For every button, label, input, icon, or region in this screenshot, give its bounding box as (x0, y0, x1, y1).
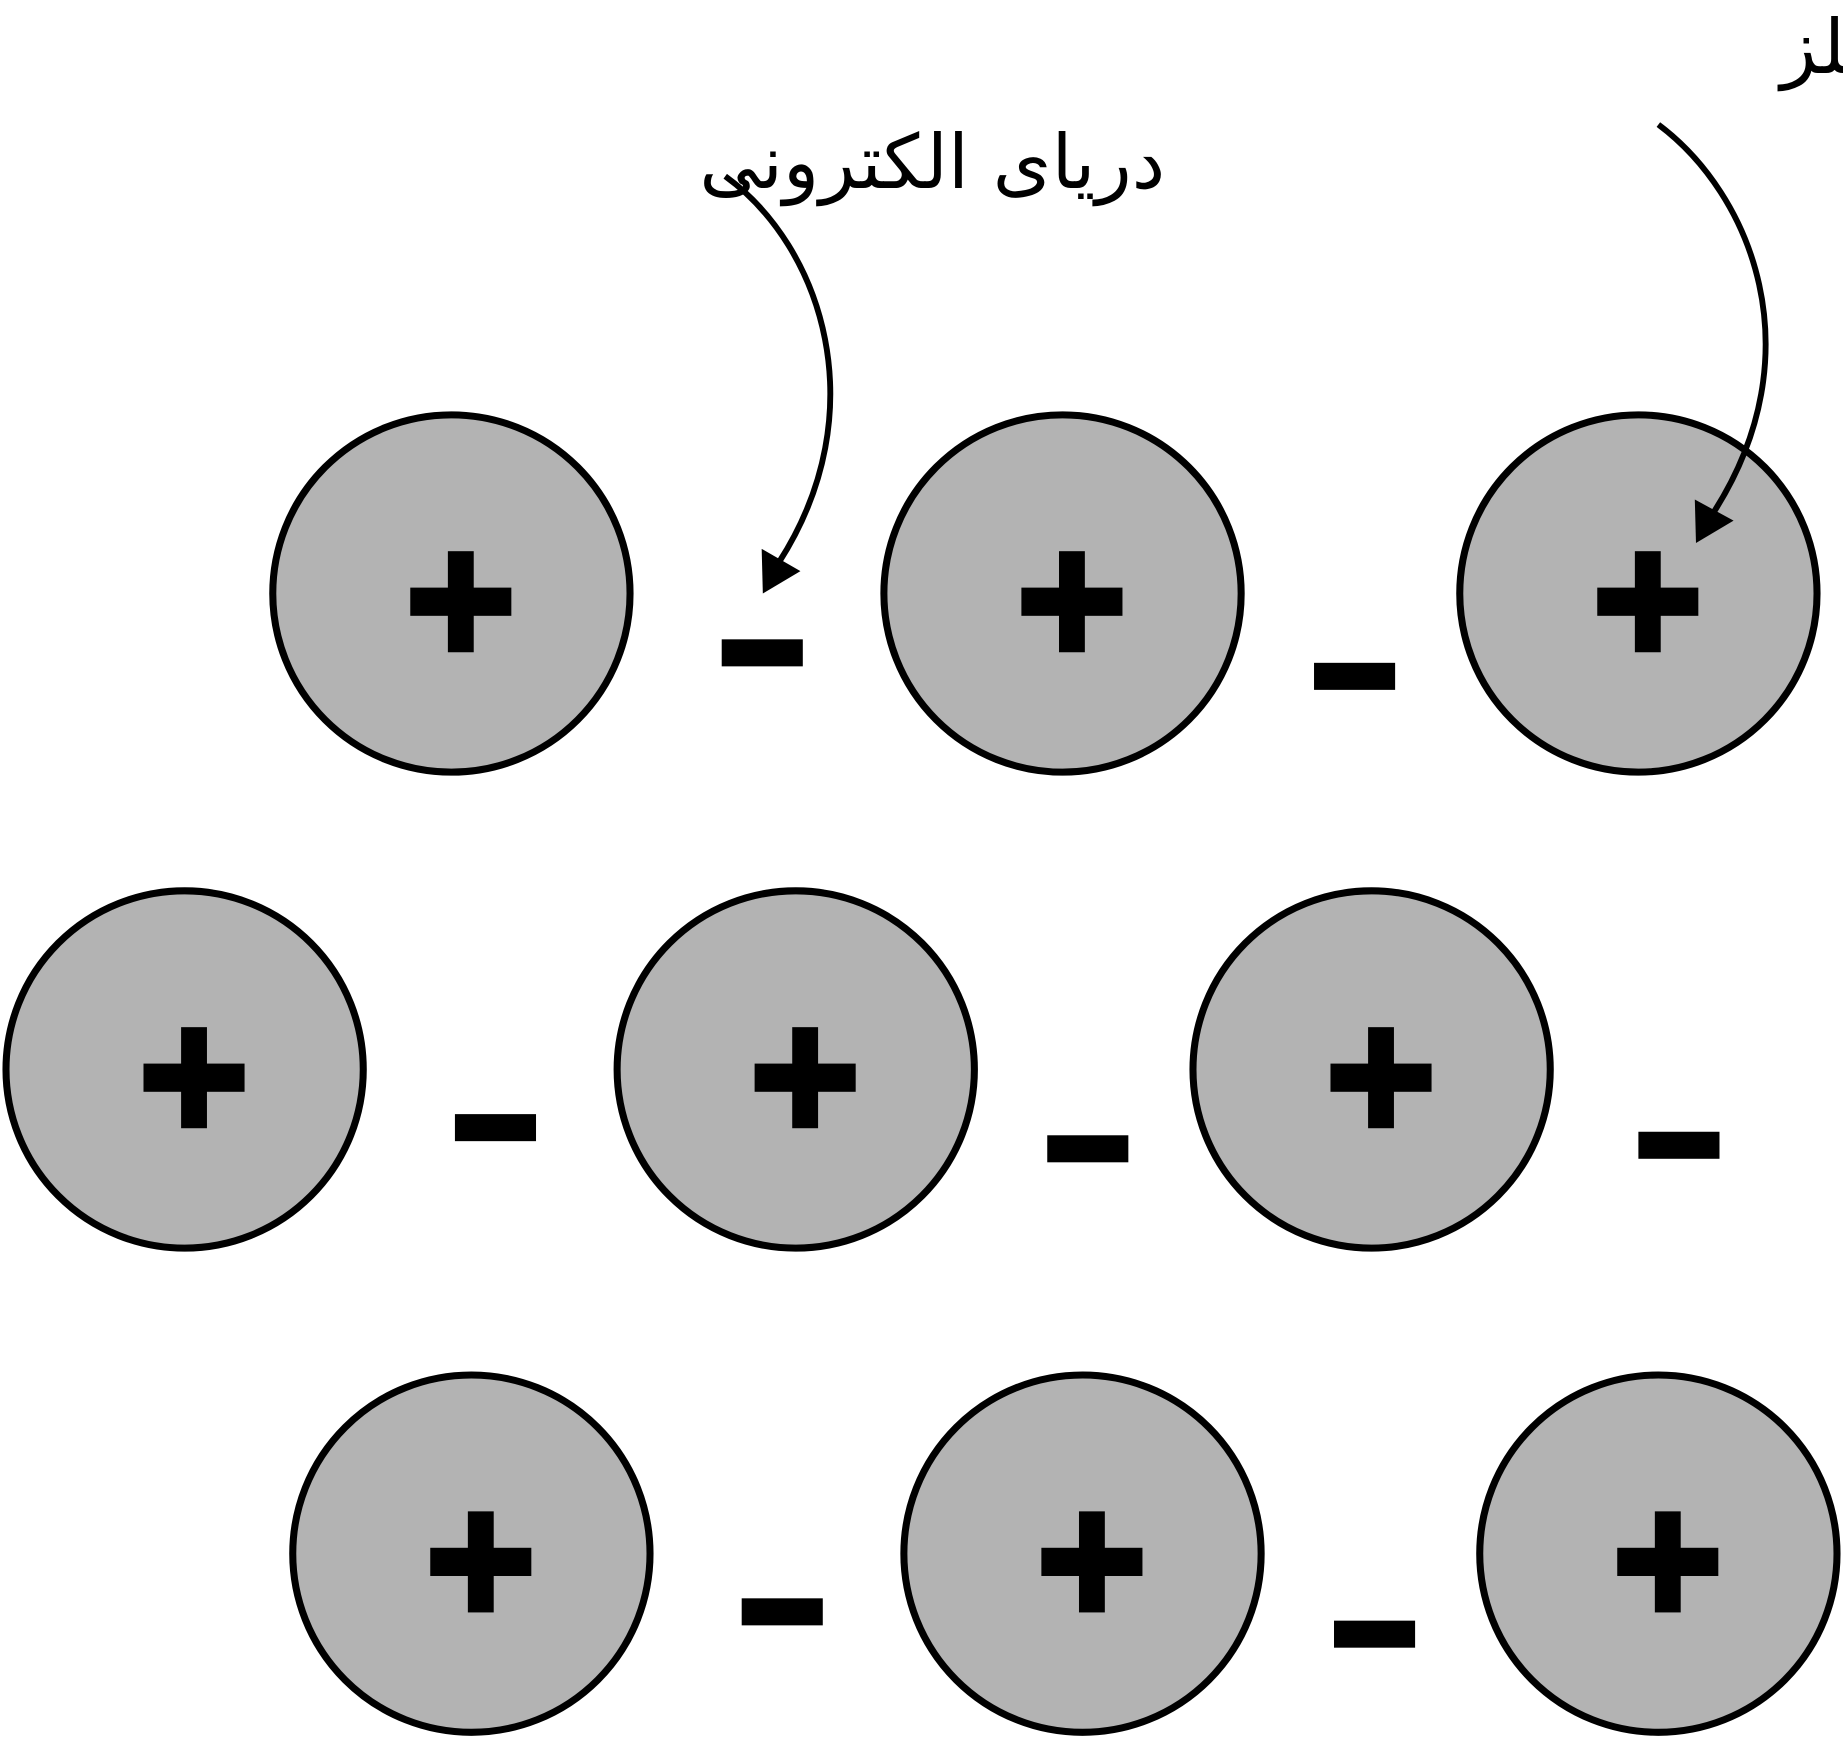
electron-minus-icon (721, 639, 803, 667)
cations-group (2, 411, 1841, 1736)
plus-icon (143, 1027, 245, 1129)
metal-cation (269, 411, 634, 776)
electron-minus-icon (1638, 1131, 1720, 1159)
metal-cation (1456, 411, 1821, 776)
metal-cation (289, 1371, 654, 1736)
plus-icon (1330, 1027, 1432, 1129)
electron-minus-icon (741, 1598, 823, 1626)
plus-icon (754, 1027, 856, 1129)
electron-minus-icon (1334, 1620, 1416, 1648)
metal-cation (1189, 887, 1554, 1252)
metal-cation (1476, 1371, 1841, 1736)
electron-sea-arrow (723, 173, 834, 594)
electron-sea-label: دریای الکترونی (699, 118, 1165, 207)
plus-icon (1617, 1511, 1719, 1613)
metal-cation (900, 1371, 1265, 1736)
plus-icon (1041, 1511, 1143, 1613)
plus-icon (430, 1511, 532, 1613)
plus-icon (410, 551, 512, 653)
metal-cation (880, 411, 1245, 776)
metal-cation-arrow (1656, 122, 1769, 543)
plus-icon (1597, 551, 1699, 653)
electrons-group (454, 639, 1720, 1648)
electron-minus-icon (454, 1114, 537, 1142)
metal-cation (613, 887, 978, 1252)
plus-icon (1021, 551, 1123, 653)
metal-cation-label: کاتیون فلز (1777, 3, 1843, 92)
electron-minus-icon (1314, 662, 1396, 690)
electron-minus-icon (1047, 1135, 1129, 1163)
metal-cation (2, 887, 367, 1252)
